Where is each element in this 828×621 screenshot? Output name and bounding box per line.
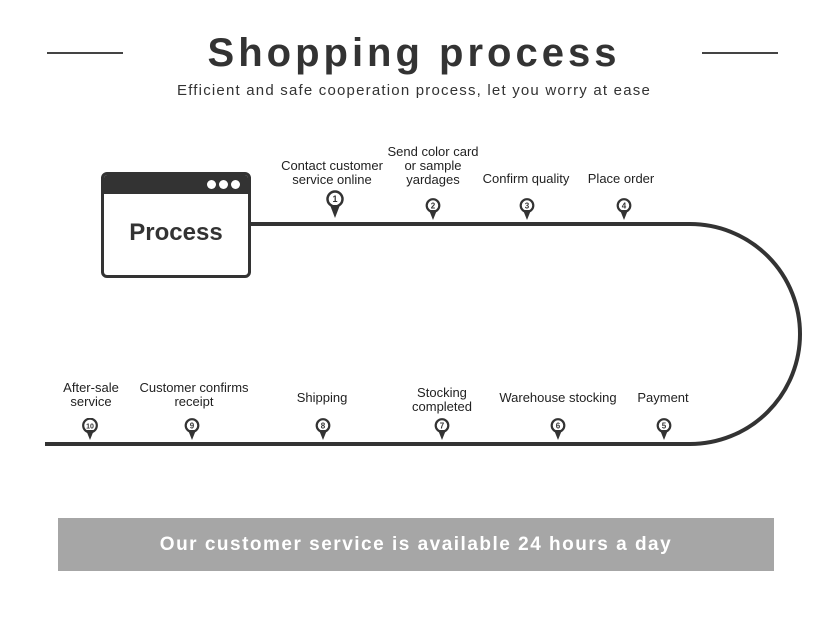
step-5-pin-icon: 5 — [656, 418, 672, 442]
step-6-label: Warehouse stocking — [499, 390, 617, 405]
window-title-bar — [104, 175, 248, 194]
banner-text: Our customer service is available 24 hou… — [159, 533, 673, 555]
step-3-label: Confirm quality — [482, 171, 570, 186]
step-8-label: Shipping — [296, 390, 348, 405]
title-rule-right — [702, 52, 778, 54]
step-1-pin-icon: 1 — [326, 190, 344, 220]
page-subtitle: Efficient and safe cooperation process, … — [177, 82, 651, 99]
step-2-pin-icon: 2 — [425, 198, 441, 222]
svg-text:1: 1 — [332, 194, 337, 204]
step-4-label: Place order — [587, 171, 655, 186]
svg-text:2: 2 — [431, 202, 436, 211]
step-6-pin-icon: 6 — [550, 418, 566, 442]
process-window-box: Process — [101, 172, 251, 278]
step-3-pin-icon: 3 — [519, 198, 535, 222]
svg-text:7: 7 — [440, 422, 445, 431]
svg-text:10: 10 — [86, 424, 94, 431]
step-10-pin-icon: 10 — [82, 418, 98, 442]
step-5-label: Payment — [637, 390, 689, 405]
step-4-pin-icon: 4 — [616, 198, 632, 222]
title-rule-left — [47, 52, 123, 54]
customer-service-banner: Our customer service is available 24 hou… — [58, 518, 774, 571]
window-dots-icon — [207, 180, 240, 189]
svg-text:5: 5 — [662, 422, 667, 431]
svg-text:4: 4 — [622, 202, 627, 211]
step-8-pin-icon: 8 — [315, 418, 331, 442]
svg-text:9: 9 — [190, 422, 195, 431]
step-9-pin-icon: 9 — [184, 418, 200, 442]
process-box-label: Process — [129, 219, 223, 246]
svg-text:8: 8 — [321, 422, 326, 431]
svg-text:3: 3 — [525, 202, 530, 211]
page-title: Shopping process — [207, 31, 621, 75]
svg-text:6: 6 — [556, 422, 561, 431]
step-7-pin-icon: 7 — [434, 418, 450, 442]
